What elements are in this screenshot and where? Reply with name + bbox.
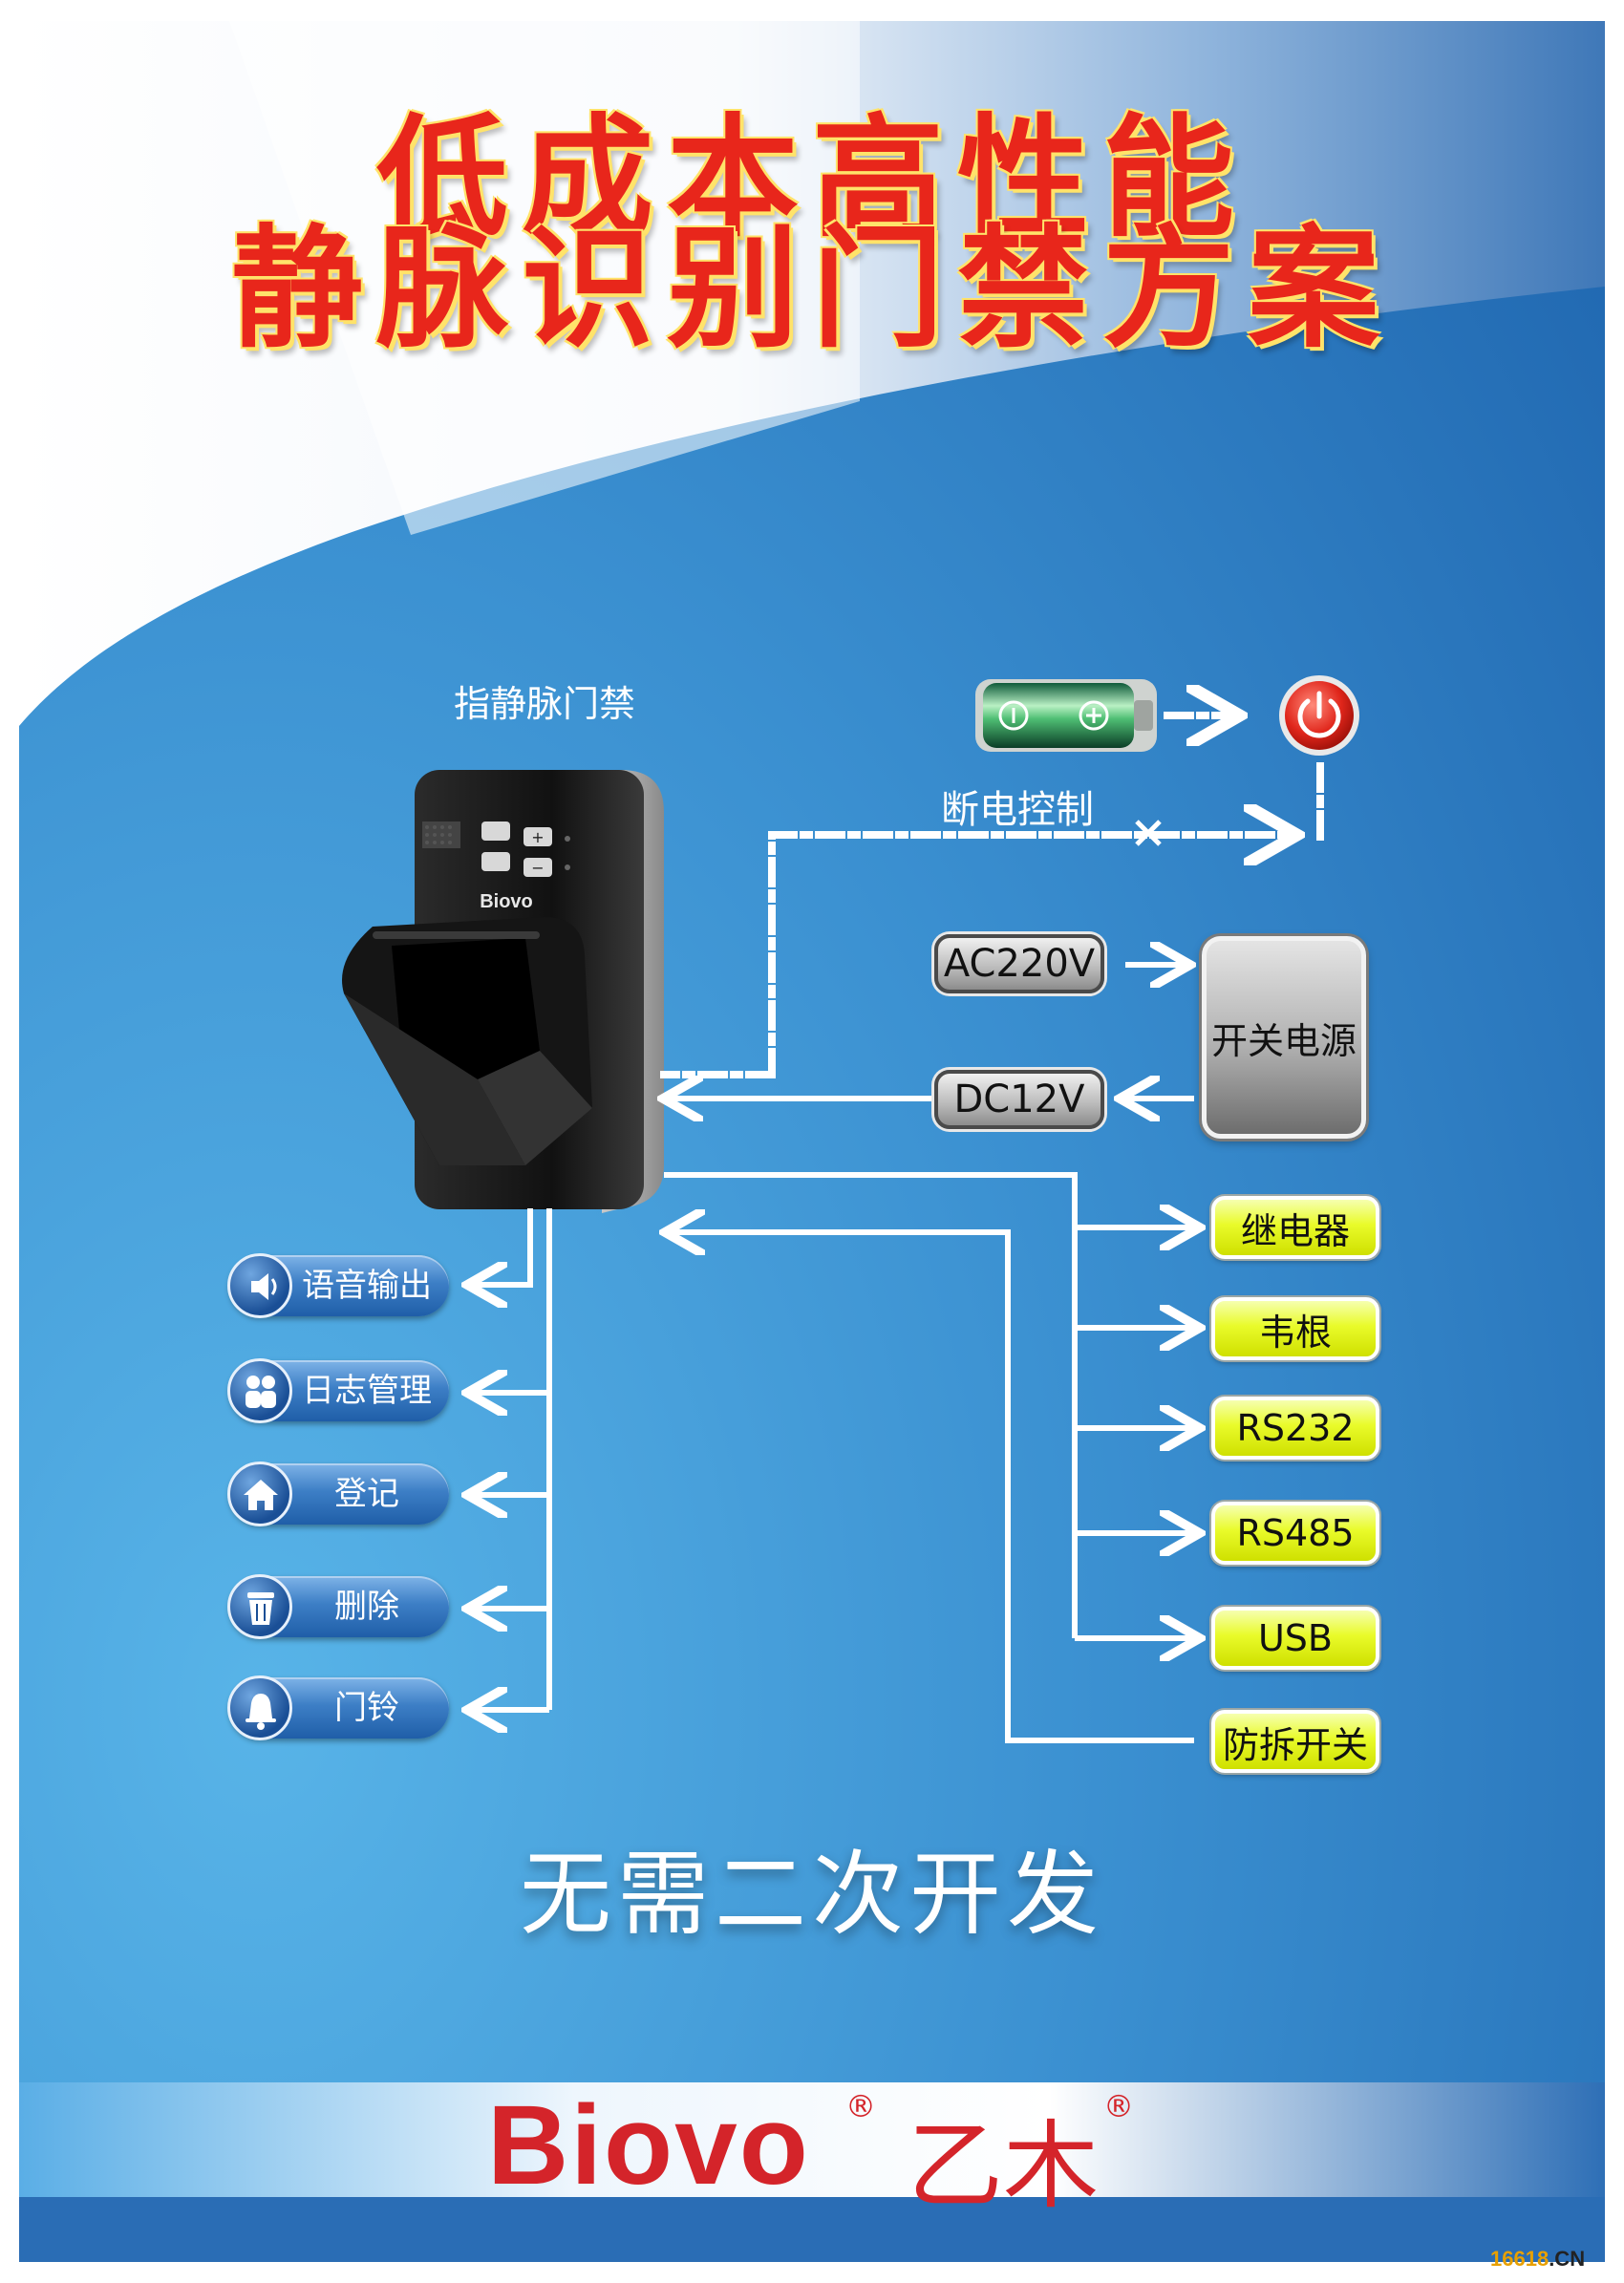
users-icon: [227, 1358, 292, 1423]
vein-scanner-device: + − Biovo: [342, 770, 664, 1213]
dc12v-label: DC12V: [934, 1070, 1104, 1129]
speaker-icon: [227, 1253, 292, 1318]
watermark-suffix: .CN: [1549, 2247, 1586, 2271]
feature-delete: 删除: [227, 1574, 449, 1639]
ac220v-label: AC220V: [934, 934, 1104, 993]
watermark-main: 16618: [1490, 2247, 1549, 2271]
home-icon: [227, 1462, 292, 1526]
feature-delete-label: 删除: [334, 1588, 399, 1626]
watermark: 16618.CN: [1490, 2247, 1585, 2272]
footer-brand-reg-mark: ®: [845, 2088, 876, 2124]
bell-icon: [227, 1675, 292, 1740]
footer-brand-logo: Biovo: [487, 2082, 810, 2208]
feature-voice-output: 语音输出: [227, 1253, 449, 1318]
switching-power-supply: 开关电源: [1202, 936, 1366, 1139]
svg-text:−: −: [531, 859, 544, 877]
output-wiegand: 韦根: [1211, 1297, 1379, 1360]
output-relay: 继电器: [1211, 1196, 1379, 1259]
feature-log-management-label: 日志管理: [302, 1372, 432, 1410]
output-usb: USB: [1211, 1607, 1379, 1670]
trash-icon: [227, 1574, 292, 1639]
device-brand-label: Biovo: [480, 891, 533, 912]
title-line-2: 静脉识别门禁方案: [230, 212, 1393, 366]
feature-log-management: 日志管理: [227, 1358, 449, 1423]
output-rs485: RS485: [1211, 1502, 1379, 1565]
device-title: 指静脉门禁: [453, 683, 635, 725]
feature-enroll-label: 登记: [334, 1475, 399, 1513]
feature-enroll: 登记: [227, 1462, 449, 1526]
subtitle: 无需二次开发: [520, 1841, 1104, 1948]
feature-doorbell: 门铃: [227, 1675, 449, 1740]
feature-voice-output-label: 语音输出: [302, 1267, 432, 1305]
footer-brand-cn: 乙木: [908, 2110, 1099, 2222]
battery-icon: [975, 679, 1157, 752]
svg-text:+: +: [531, 828, 544, 846]
output-tamper-switch: 防拆开关: [1211, 1710, 1379, 1773]
footer-brand-cn-reg-mark: ®: [1103, 2088, 1134, 2124]
output-rs232: RS232: [1211, 1397, 1379, 1460]
cut-mark-icon: [1135, 820, 1162, 846]
power-control-label: 断电控制: [941, 788, 1094, 832]
power-button-icon: [1279, 675, 1359, 756]
title-line-1: 低成本高性能: [375, 101, 1248, 255]
feature-doorbell-label: 门铃: [334, 1689, 399, 1727]
